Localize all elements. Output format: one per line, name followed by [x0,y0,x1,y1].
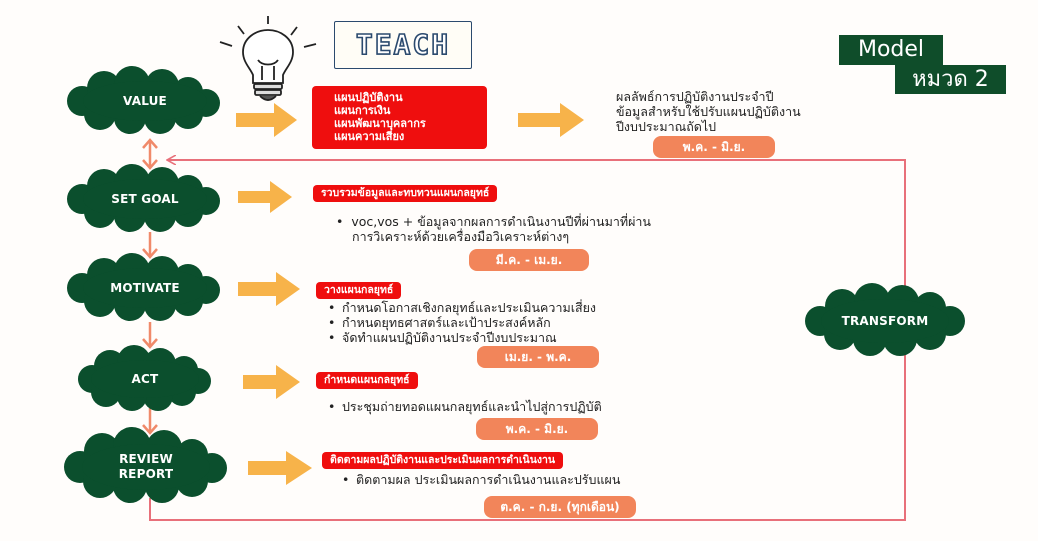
arrow-down-icon [142,232,158,259]
feedback-loop-line [149,160,906,521]
arrow-right-icon [236,103,297,137]
teach-logo: TEACH [334,21,472,69]
value-result-line: ข้อมูลสำหรับใช้ปรับแผนปฏิบัติงาน [616,104,801,119]
arrow-down-icon [142,322,158,349]
model-badge-line2: หมวด 2 [895,65,1006,94]
step-value-label: VALUE [123,94,167,108]
step-review-label-line1: REVIEW [119,452,173,466]
cloud-value [67,66,220,134]
step-review-label-line2: REPORT [118,467,174,481]
step-motivate-label: MOTIVATE [110,281,180,295]
value-result-line: ผลลัพธ์การปฏิบัติงานประจำปี [616,89,774,104]
cloud-transform [805,283,965,356]
list-item: จัดทำแผนปฏิบัติงานประจำปีงบประมาณ [328,330,596,345]
value-plans-box: แผนปฏิบัติงาน แผนการเงิน แผนพัฒนาบุคลากร… [312,86,487,149]
value-plan-line: แผนความเสี่ยง [334,130,405,143]
set-goal-title-box: รวบรวมข้อมูลและทบทวนแผนกลยุทธ์ [313,185,498,202]
value-result-line: ปีงบประมาณถัดไป [616,119,717,134]
arrow-right-icon [243,365,300,399]
step-set-goal-label: SET GOAL [111,192,179,206]
transform-label: TRANSFORM [841,314,929,328]
motivate-bullet-list: กำหนดโอกาสเชิงกลยุทธ์และประเมินความเสี่ย… [328,300,596,345]
set-goal-bullet-line1: voc,vos + ข้อมูลจากผลการดำเนินงานปีที่ผ่… [351,214,651,229]
set-goal-period-pill: มี.ค. - เม.ย. [469,249,589,271]
arrow-right-icon [238,272,300,306]
set-goal-bullet: • voc,vos + ข้อมูลจากผลการดำเนินงานปีที่… [336,214,651,229]
cloud-set-goal [67,164,220,232]
value-period-pill: พ.ค. - มิ.ย. [653,136,775,158]
set-goal-bullet-line2: การวิเคราะห์ด้วยเครื่องมือวิเคราะห์ต่างๆ [352,229,570,244]
review-bullet-list: ติดตามผล ประเมินผลการดำเนินงานและปรับแผน [342,472,620,487]
step-act-label: ACT [131,372,159,386]
bullet-dot: • [336,214,344,229]
cloud-motivate [67,253,220,321]
list-item: กำหนดโอกาสเชิงกลยุทธ์และประเมินความเสี่ย… [328,300,596,315]
review-period-pill: ต.ค. - ก.ย. (ทุกเดือน) [484,496,636,518]
teach-logo-text: TEACH [355,27,451,62]
value-plan-line: แผนพัฒนาบุคลากร [334,117,426,130]
list-item: ติดตามผล ประเมินผลการดำเนินงานและปรับแผน [342,472,620,487]
arrow-right-icon [518,103,584,137]
motivate-title-box: วางแผนกลยุทธ์ [316,282,402,299]
value-plan-line: แผนการเงิน [334,104,391,117]
arrow-right-icon [238,181,292,213]
motivate-period-pill: เม.ย. - พ.ค. [477,346,599,368]
lightbulb-icon [219,16,317,101]
cloud-review-report [64,427,227,503]
model-badge-line1: Model [839,35,943,65]
list-item: ประชุมถ่ายทอดแผนกลยุทธ์และนำไปสู่การปฏิบ… [328,399,602,414]
value-plan-line: แผนปฏิบัติงาน [334,91,403,104]
arrow-down-icon [142,408,158,435]
double-arrow-icon [142,138,158,170]
act-period-pill: พ.ค. - มิ.ย. [476,418,598,440]
act-title-box: กำหนดแผนกลยุทธ์ [316,372,418,389]
list-item: กำหนดยุทธศาสตร์และเป้าประสงค์หลัก [328,315,596,330]
review-title-box: ติดตามผลปฏิบัติงานและประเมินผลการดำเนินง… [322,452,564,469]
arrow-right-icon [248,451,312,485]
cloud-act [78,345,211,411]
act-bullet-list: ประชุมถ่ายทอดแผนกลยุทธ์และนำไปสู่การปฏิบ… [328,399,602,414]
